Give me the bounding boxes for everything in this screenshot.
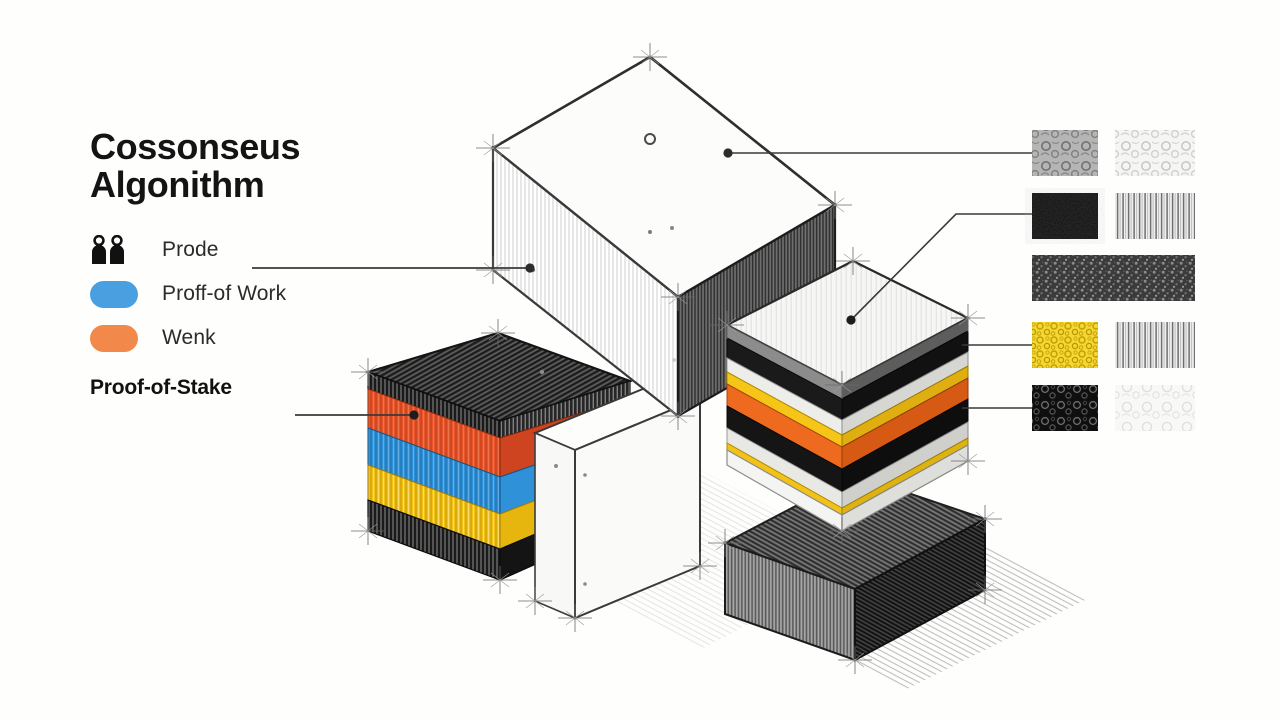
title-line-2: Algonithm (90, 164, 265, 205)
legend-panel: Cossonseus Algonithm Prode Proff-of Work (90, 128, 410, 410)
material-swatch-grid (1032, 130, 1195, 431)
legend-label-prode: Prode (162, 238, 219, 261)
legend-item-prode[interactable]: Prode (90, 228, 410, 272)
swatch-r5c2[interactable] (1115, 385, 1195, 431)
blue-pill-swatch (90, 280, 138, 308)
orange-pill-swatch (90, 324, 138, 352)
legend-label-wenk: Wenk (162, 326, 216, 349)
center-white-block (517, 380, 718, 633)
swatch-r3c1[interactable] (1032, 255, 1195, 301)
swatch-r2c2[interactable] (1115, 193, 1195, 239)
legend-label-proof-of-work: Proff-of Work (162, 282, 287, 305)
cube-top-leader (723, 148, 1032, 158)
right-layered-block (709, 246, 986, 546)
callout-leaders (252, 148, 1032, 420)
legend-list: Prode Proff-of Work Wenk Proof-of-Stake (90, 228, 410, 410)
proof-of-stake-leader (295, 410, 419, 420)
legend-item-proof-of-work[interactable]: Proff-of Work (90, 272, 410, 316)
title-line-1: Cossonseus (90, 126, 301, 167)
legend-item-wenk[interactable]: Wenk (90, 316, 410, 360)
swatch-r1c1[interactable] (1032, 130, 1098, 176)
legend-label-proof-of-stake: Proof-of-Stake (90, 376, 232, 399)
prode-leader (252, 263, 535, 273)
page-title: Cossonseus Algonithm (90, 128, 410, 204)
swatch-r1c2[interactable] (1115, 130, 1195, 176)
legend-item-proof-of-stake[interactable]: Proof-of-Stake (90, 366, 410, 410)
swatch-r5c1[interactable] (1032, 385, 1098, 431)
people-icon (90, 234, 138, 265)
swatch-r4c2[interactable] (1115, 322, 1195, 368)
bottom-right-dark-block (707, 460, 1003, 675)
right-block-leader (846, 213, 1032, 325)
swatch-r4c1[interactable] (1032, 322, 1098, 368)
